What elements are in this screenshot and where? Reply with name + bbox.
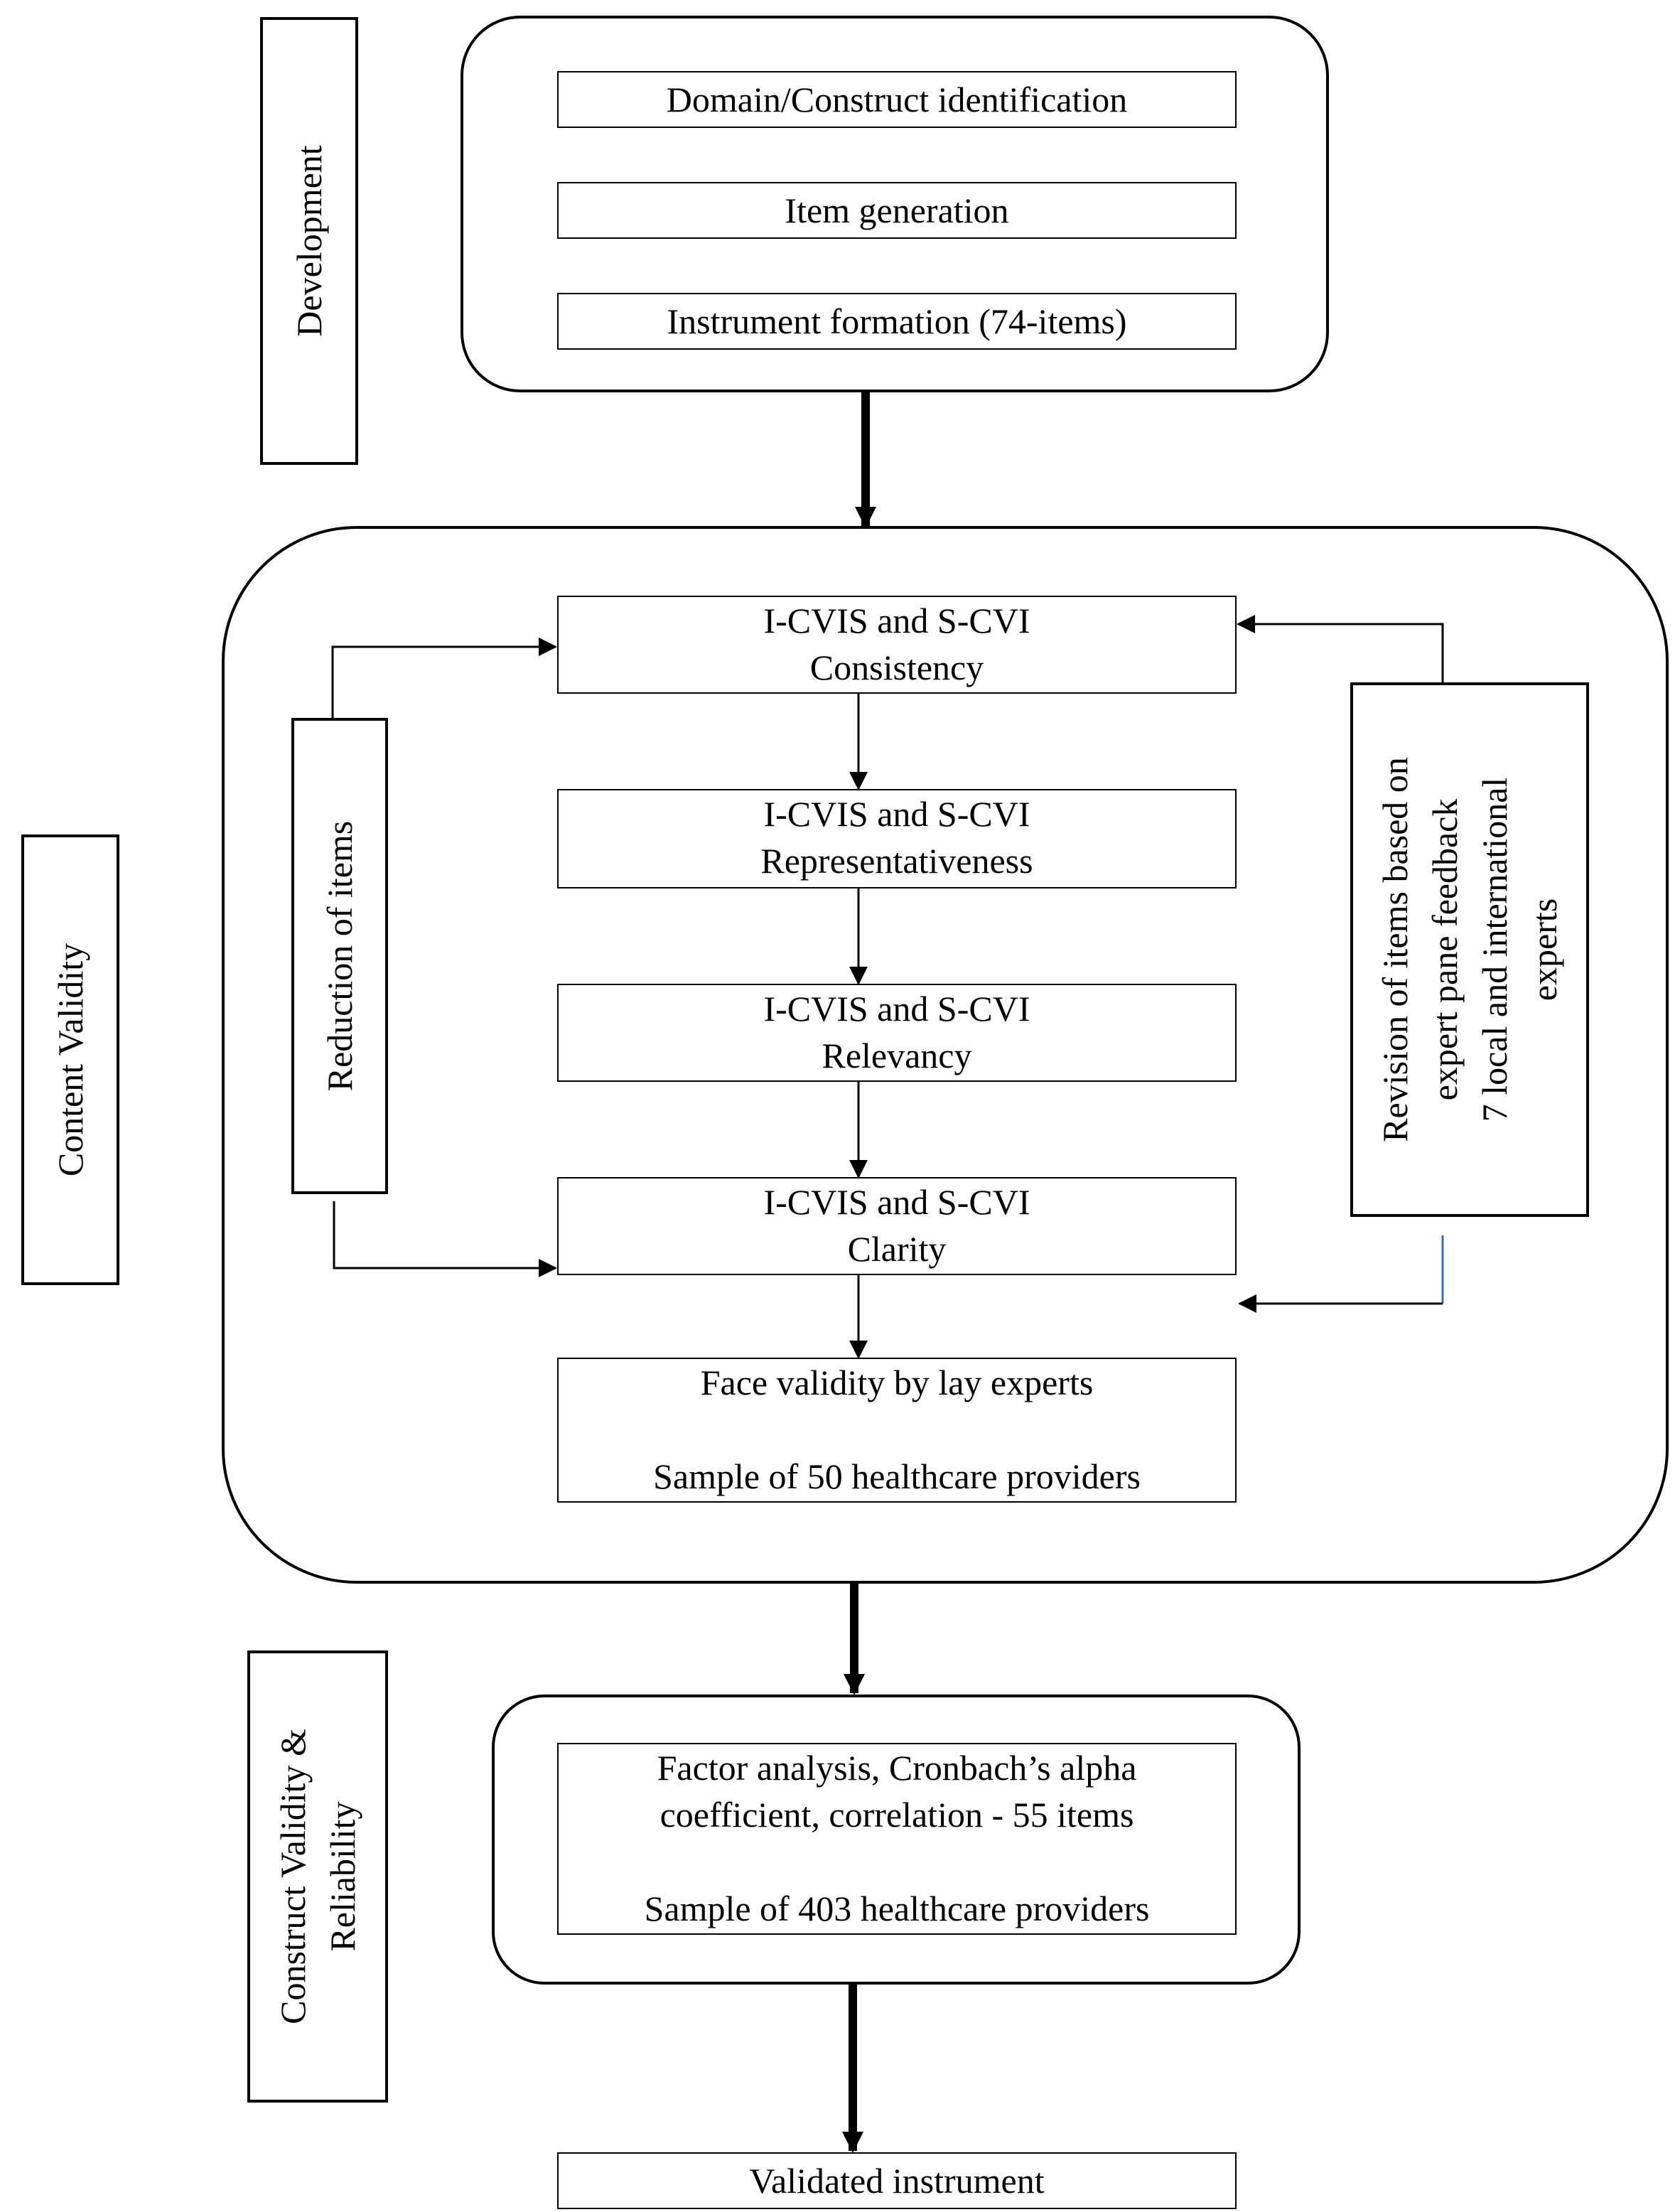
stage-label-construct-validity: Construct Validity & Reliability [247, 1650, 388, 2103]
factor-analysis-line2: coefficient, correlation - 55 items [659, 1795, 1134, 1835]
stage-label-content-validity: Content Validity [21, 834, 119, 1285]
stage-label-content-validity-text: Content Validity [50, 943, 90, 1177]
stage-label-construct-validity-line1: Construct Validity & [273, 1729, 313, 2024]
reduction-of-items-box: Reduction of items [291, 718, 388, 1194]
clarity-line1: I-CVIS and S-CVI [763, 1182, 1030, 1222]
clarity-box: I-CVIS and S-CVI Clarity [557, 1177, 1237, 1275]
stage-label-construct-validity-line2: Reliability [323, 1801, 362, 1952]
revision-line2: expert pane feedback [1425, 798, 1465, 1101]
development-frame [461, 16, 1329, 392]
arrow-reduction-to-clarity [333, 1201, 557, 1277]
relevancy-box: I-CVIS and S-CVI Relevancy [557, 984, 1237, 1082]
face-validity-line2: Sample of 50 healthcare providers [653, 1456, 1141, 1496]
consistency-line2: Consistency [809, 648, 984, 687]
clarity-line2: Clarity [847, 1229, 947, 1269]
validated-instrument-box: Validated instrument [557, 2152, 1237, 2209]
revision-line1: Revision of items based on [1375, 757, 1415, 1142]
face-validity-box: Face validity by lay experts Sample of 5… [557, 1358, 1237, 1503]
validated-instrument-text: Validated instrument [749, 2161, 1045, 2201]
content-validity-frame [222, 526, 1669, 1584]
factor-analysis-box: Factor analysis, Cronbach’s alpha coeffi… [557, 1743, 1237, 1935]
arrow-revision-to-consistency [1237, 615, 1444, 695]
representativeness-box: I-CVIS and S-CVI Representativeness [557, 789, 1237, 888]
stage-label-development: Development [260, 17, 358, 465]
item-generation-box: Item generation [557, 182, 1237, 239]
revision-of-items-box: Revision of items based on expert pane f… [1350, 682, 1589, 1217]
revision-line4: experts [1524, 898, 1564, 1002]
representativeness-line1: I-CVIS and S-CVI [763, 794, 1030, 834]
face-validity-line1: Face validity by lay experts [700, 1363, 1094, 1402]
construct-validity-frame [492, 1695, 1301, 1985]
consistency-line1: I-CVIS and S-CVI [763, 601, 1030, 640]
instrument-formation-box: Instrument formation (74-items) [557, 293, 1237, 350]
representativeness-line2: Representativeness [760, 841, 1033, 881]
item-generation-text: Item generation [785, 190, 1009, 230]
reduction-of-items-text: Reduction of items [320, 820, 360, 1092]
factor-analysis-line1: Factor analysis, Cronbach’s alpha [657, 1748, 1137, 1788]
relevancy-line1: I-CVIS and S-CVI [763, 989, 1030, 1029]
consistency-box: I-CVIS and S-CVI Consistency [557, 596, 1237, 694]
domain-construct-text: Domain/Construct identification [666, 80, 1128, 119]
factor-analysis-line3: Sample of 403 healthcare providers [644, 1889, 1150, 1928]
domain-construct-box: Domain/Construct identification [557, 71, 1237, 128]
stage-label-development-text: Development [289, 145, 329, 337]
instrument-formation-text: Instrument formation (74-items) [667, 301, 1127, 341]
relevancy-line2: Relevancy [822, 1036, 972, 1075]
revision-line3: 7 local and international [1475, 777, 1514, 1122]
